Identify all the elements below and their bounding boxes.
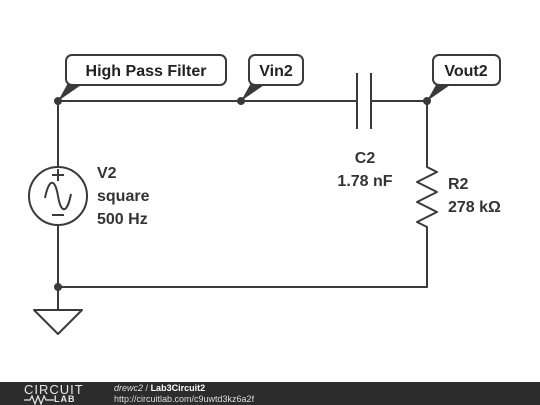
capacitor-value-label: 1.78 nF: [337, 173, 392, 190]
capacitor-symbol: [356, 73, 372, 129]
net-tag-vout-label: Vout2: [444, 63, 487, 80]
source-frequency-label: 500 Hz: [97, 211, 148, 228]
footer-bar: CIRCUIT LAB drewc2 / Lab3Circuit2 http:/…: [0, 382, 540, 405]
logo-text-lab: LAB: [54, 394, 76, 404]
circuit-url[interactable]: http://circuitlab.com/c9uwtd3kz6a2f: [114, 394, 255, 404]
resistor-symbol: [416, 160, 438, 230]
net-tag-high-pass-filter[interactable]: High Pass Filter: [58, 54, 227, 101]
net-tag-high-pass-filter-label: High Pass Filter: [86, 63, 207, 80]
circuit-title[interactable]: Lab3Circuit2: [150, 383, 206, 393]
resistor-value-label: 278 kΩ: [448, 199, 501, 216]
source-name-label: V2: [97, 165, 117, 182]
source-waveform-label: square: [97, 188, 150, 205]
path-separator: /: [145, 383, 149, 393]
ground-symbol: [33, 309, 83, 335]
author-name[interactable]: drewc2: [114, 383, 144, 393]
resistor-name-label: R2: [448, 176, 469, 193]
net-tag-vin[interactable]: Vin2: [241, 54, 304, 101]
voltage-source-symbol: [28, 166, 88, 226]
node-dot-ground: [54, 283, 62, 291]
logo-resistor-icon: [24, 395, 54, 405]
net-tag-vin-label: Vin2: [259, 63, 293, 80]
circuit-meta: drewc2 / Lab3Circuit2 http://circuitlab.…: [114, 383, 254, 405]
logo-text-circuit: CIRCUIT: [24, 382, 84, 397]
capacitor-name-label: C2: [355, 150, 376, 167]
net-tag-vout[interactable]: Vout2: [427, 54, 501, 101]
circuitlab-logo[interactable]: CIRCUIT LAB: [24, 382, 94, 405]
